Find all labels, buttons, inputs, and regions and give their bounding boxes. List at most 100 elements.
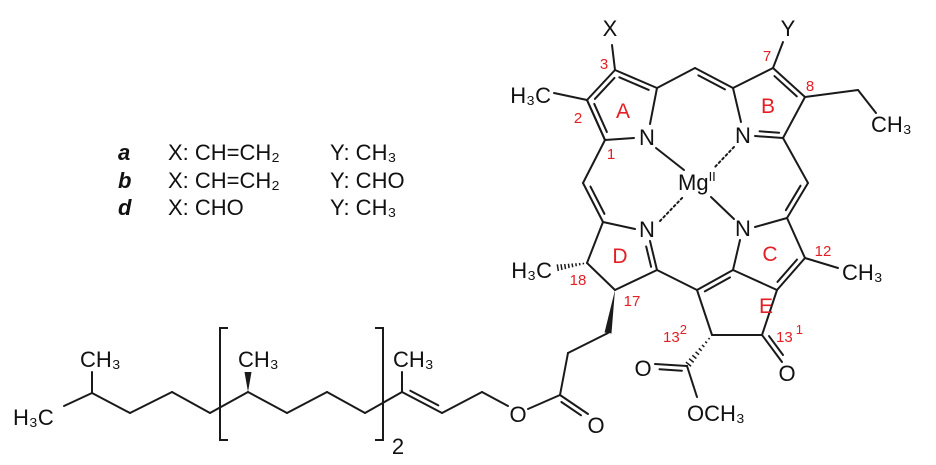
bond-c14-c15 [696,269,734,291]
bond-nb-mg-dative [713,146,735,169]
bond-chain-carbonyl [559,394,589,415]
legend-x-b: X: CH=CH₂ [168,168,280,193]
bond-ester-o [686,365,698,398]
bond-chain-2 [559,352,569,396]
nitrogen-d: N [639,217,655,242]
bond-c10-c11-second-line [784,184,802,212]
magnesium: MgII [678,169,716,195]
legend: a X: CH=CH₂ Y: CH₃ b X: CH=CH₂ Y: CHO d … [118,140,405,220]
bond-ethyl-ch3 [857,89,877,114]
bond-c19-c20 [582,182,604,223]
repeat-bracket-right [375,327,384,441]
nitrogen-a: N [639,125,655,150]
bond-c4-c5 [656,67,696,89]
methyl-18: H₃C [511,258,552,283]
bond-c4-na [649,87,658,125]
bond-c14-c15-second-line [703,276,732,293]
bond-c1-c2-double [586,99,606,141]
locant-17: 17 [624,293,641,310]
bond-c132-ester-hash [707,337,711,340]
locant-18: 18 [570,272,587,289]
bond-chain-1 [567,332,609,354]
bond-ester-carbonyl [654,363,688,367]
bond-c131-keto [761,334,783,363]
bond-c3-x [611,44,616,71]
legend-key-a: a [118,140,130,165]
bond-c18-c19 [586,221,604,264]
bond-c17-sidechain [604,290,615,334]
methyl-12: CH₃ [842,260,883,285]
bond-c132-ester-hash [695,351,700,356]
keto-oxygen: O [778,361,795,386]
bond-c17-c18 [586,262,616,291]
locant-2: 2 [574,110,582,127]
bond-phytyl-0 [441,391,483,414]
bond-o-phytyl [481,391,509,407]
bond-nb-c9 [754,135,784,139]
bond-c13-c14 [732,269,778,291]
ring-c-label: C [762,243,777,266]
bond-c15-c132 [696,289,713,336]
locant-1: 1 [607,146,615,163]
bond-c19-nd [602,221,636,230]
phytyl-methyl-1: CH₃ [80,347,121,372]
bond-c10-c11 [786,182,809,219]
bond-c18-methyl-hash [563,263,567,270]
ring-a-label: A [616,100,630,123]
bond-c19-c20-second-line [589,185,606,215]
legend-key-d: d [118,195,132,220]
repeat-bracket-left [219,327,228,441]
bond-c132-ester-hash [685,361,692,367]
bond-c132-ester-hash [688,358,695,363]
bond-c16-nd-second-line [645,245,653,268]
bond-phytyl-9 [91,392,131,414]
bond-c2-methyl [553,92,588,101]
bond-c132-ester-hash [691,354,697,360]
bond-phytyl-double-second-line [409,389,440,407]
legend-y-d: Y: CH₃ [330,195,396,220]
substituent-x: X [603,16,618,41]
locant-13-2: 132 [663,322,687,346]
methyl-ester-och3: OCH₃ [687,401,745,426]
legend-y-b: Y: CHO [330,168,405,193]
phytyl-methyl-2: CH₃ [238,347,279,372]
nitrogen-b: N [735,123,751,148]
bond-phytyl-double [401,391,443,414]
repeat-count: 2 [392,434,404,459]
bond-c5-c6 [694,67,734,89]
bond-c14-nc [732,239,741,271]
atom-labels: X Y H₃C CH₃ CH₃ H₃C N N N N MgII O O OCH… [13,16,912,459]
ring-d-label: D [612,245,627,268]
bond-c6-nb [732,87,742,123]
bond-c7-y [772,41,784,69]
legend-x-d: X: CHO [168,195,244,220]
locant-3: 3 [600,56,608,73]
locant-12: 12 [815,243,832,260]
nitrogen-c: N [735,216,751,241]
bond-c20-c1 [582,139,606,184]
legend-x-a: X: CH=CH₂ [168,140,280,165]
phytyl-ester-oxygen: O [509,402,526,427]
bond-c7-c8 [772,67,806,98]
bond-phytyl-4 [286,391,328,414]
bond-c18-methyl-hash [567,263,570,269]
ester-carbonyl-oxygen: O [634,356,651,381]
bond-na-mg [655,147,685,171]
bond-c11-nc [754,217,788,228]
bond-nb-c9-second-line [758,130,781,134]
bond-c8-c9 [782,96,806,139]
bond-ester-carbonyl-second-line [658,368,683,372]
methyl-2: H₃C [510,83,551,108]
locant-8: 8 [806,78,814,95]
bond-nc-mg [710,196,735,220]
bond-phytyl-terminal [63,392,93,407]
ring-b-label: B [761,95,775,118]
bond-c12-methyl [804,257,839,269]
bond-chain-ester-o [527,394,561,410]
bond-phytyl-5 [247,391,288,414]
bond-phytyl-3 [326,391,366,414]
ring-labels: A B C D E [612,95,777,318]
